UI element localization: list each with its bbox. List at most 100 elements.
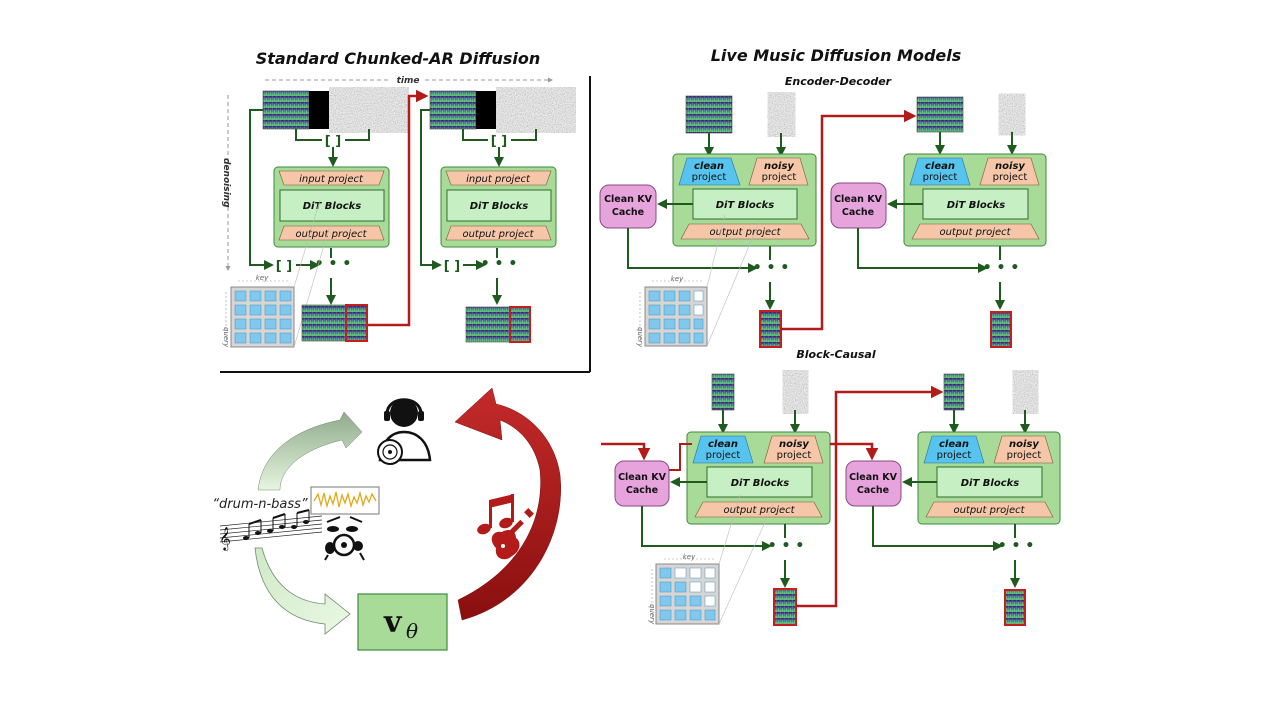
iteration-dots: • • •	[315, 256, 352, 272]
bc-dots: • • •	[768, 538, 805, 554]
bc-cache-pass-arrow	[830, 442, 879, 461]
model-subscript: θ	[406, 619, 418, 643]
bc-feedback-arrow	[796, 385, 944, 608]
bc-kv-to-dots	[641, 506, 772, 551]
encdec-dots-2: • • •	[983, 260, 1020, 276]
noisy-label: noisy	[764, 161, 794, 172]
bc2-kv-label-2: Cache	[857, 485, 889, 496]
encdec-output-chunk-2	[990, 311, 1012, 348]
iteration-dots-2: • • •	[481, 256, 518, 272]
bc2-output-shape	[925, 501, 1054, 518]
standard-panel: Standard Chunked-AR Diffusion time denoi…	[220, 49, 591, 373]
clean-project-label: project	[692, 172, 727, 183]
bc2-clean-shape	[923, 435, 985, 464]
masked-chunk	[309, 91, 329, 129]
attn-key-label: key	[256, 274, 269, 282]
dit-blocks-box	[692, 188, 798, 220]
encdec-output-project-label: output project	[709, 227, 781, 238]
attention-map-block-causal: key query	[648, 494, 776, 625]
bc-clean-project-label: project	[706, 450, 741, 461]
waveform-icon	[310, 486, 380, 515]
output-spectrogram-1	[301, 304, 347, 342]
concat-line-right	[345, 129, 370, 141]
noise-chunk-2	[502, 90, 570, 130]
standard-dit-block-1: input project DiT Blocks output project	[273, 166, 390, 248]
vinyl-record-icon	[377, 439, 403, 465]
output-project-label-2: output project	[462, 229, 534, 240]
skip-arrow	[249, 109, 274, 270]
concat-line-left	[295, 129, 322, 141]
attn-callout-1	[293, 199, 321, 288]
headphones-user-icon	[378, 398, 432, 462]
encdec-noise	[769, 95, 794, 134]
concat-bracket: [ ]	[325, 134, 341, 149]
encdec-chunk-1: clean project noisy project DiT Blocks o…	[599, 95, 917, 348]
blockcausal-chunk-2: clean project noisy project DiT Blocks o…	[845, 373, 1061, 626]
spectrogram-context-2	[429, 90, 477, 130]
attention-map-encdec: key query	[636, 214, 761, 348]
bc-context-spec	[711, 373, 735, 411]
model-symbol: v	[383, 605, 403, 640]
clean-label-2: clean	[925, 161, 955, 172]
attn-key-label-bc: key	[683, 553, 696, 561]
bc2-noisy-shape	[993, 435, 1054, 464]
live-panel: Live Music Diffusion Models Encoder-Deco…	[599, 46, 1061, 626]
bc2-noisy-label: noisy	[1009, 439, 1039, 450]
bc-output-chunk-2	[1004, 589, 1026, 626]
concat-bracket-out: [ ]	[276, 259, 292, 274]
bc2-clean-label: clean	[939, 439, 969, 450]
output-new-chunk-2	[509, 306, 531, 343]
clean-label: clean	[694, 161, 724, 172]
sheet-music-icon: 𝄞	[219, 509, 323, 551]
kv-cache-label-1-2: Clean KV	[834, 194, 883, 205]
kv-cache-label-1: Clean KV	[604, 194, 653, 205]
time-label: time	[397, 76, 420, 86]
autoregressive-feedback-arrow	[368, 89, 429, 327]
dit-blocks-label: DiT Blocks	[303, 201, 362, 212]
input-project-label-2: input project	[466, 174, 531, 185]
noisy-project-label-2: project	[993, 172, 1028, 183]
bc2-clean-project-label: project	[937, 450, 972, 461]
green-arc-bottom-arrow	[254, 547, 351, 635]
clean-project-shape-2	[909, 157, 971, 186]
red-feedback-arc	[454, 387, 561, 621]
treble-clef: 𝄞	[219, 526, 231, 551]
attn-query-label-ed: query	[636, 327, 644, 348]
bc-output-project-label: output project	[723, 505, 795, 516]
block-causal-label: Block-Causal	[796, 348, 875, 361]
bc2-output-project-label: output project	[953, 505, 1025, 516]
encdec-feedback-arrow	[781, 109, 917, 331]
bc-kv-label-2: Cache	[626, 485, 658, 496]
bc-noisy-project-label: project	[777, 450, 812, 461]
drum-kit-icon	[324, 516, 365, 561]
text-prompt: “drum-n-bass”	[212, 497, 308, 512]
attention-map-full: key query	[222, 199, 331, 348]
concat-bracket-out-2: [ ]	[444, 259, 460, 274]
bc-kv-cache-2	[845, 460, 902, 507]
bc-kv-to-block-red	[669, 443, 692, 471]
attn-callout-2	[293, 224, 331, 348]
output-spectrogram-2	[465, 306, 511, 343]
output-new-chunk-1	[345, 304, 368, 342]
encdec-dots: • • •	[753, 260, 790, 276]
bc-context-spec-2	[943, 373, 965, 411]
output-project-label: output project	[295, 229, 367, 240]
attn-query-label: query	[222, 327, 230, 348]
encdec-context-spec-2	[916, 96, 964, 133]
bc-incoming-red-arrow	[601, 442, 651, 461]
bc2-dit-label: DiT Blocks	[961, 478, 1020, 489]
encdec-noise-2	[1000, 96, 1024, 133]
concat-bracket-2: [ ]	[491, 134, 507, 149]
encdec-dit-label-2: DiT Blocks	[947, 200, 1006, 211]
bc-clean-shape	[692, 435, 754, 464]
noisy-project-shape-2	[979, 157, 1040, 186]
encdec-context-spec	[685, 95, 733, 134]
concat-line-right-2	[511, 129, 537, 141]
kv-to-dots-arrow-2	[857, 228, 988, 273]
bc-dots-2: • • •	[998, 538, 1035, 554]
model-box	[357, 593, 448, 651]
green-arc-top	[257, 411, 363, 491]
bc-noisy-label: noisy	[779, 439, 809, 450]
standard-dit-block-2: input project DiT Blocks output project	[440, 166, 557, 248]
